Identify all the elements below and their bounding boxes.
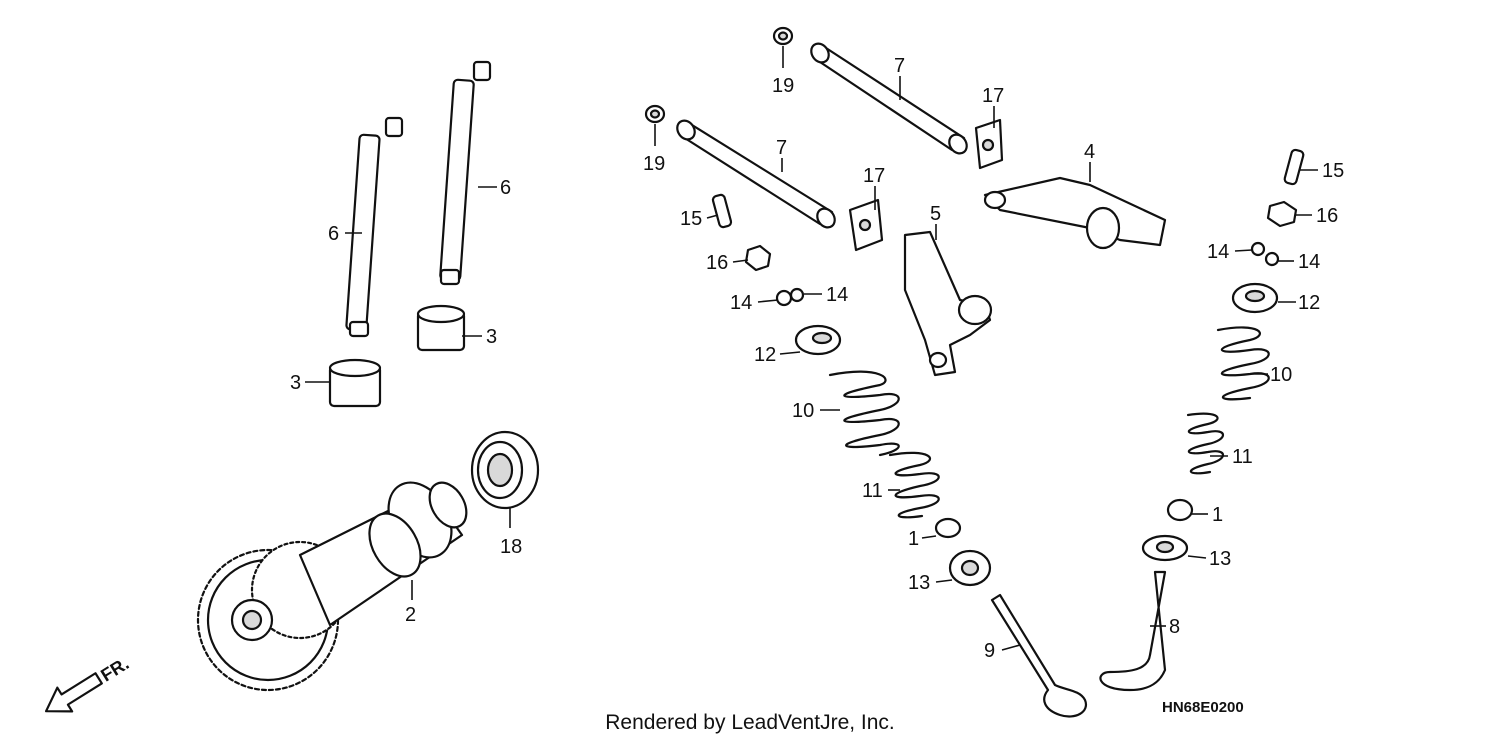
- tappet-left[interactable]: [328, 358, 382, 408]
- pushrod-left[interactable]: [345, 116, 404, 338]
- callout-10[interactable]: 10: [792, 400, 814, 422]
- render-credit: Rendered by LeadVentJre, Inc.: [605, 711, 895, 734]
- callout-6[interactable]: 6: [500, 177, 511, 199]
- adjusting-screw-right[interactable]: [1283, 148, 1305, 186]
- plate-lower[interactable]: [848, 198, 884, 252]
- front-direction-arrow: FR.: [44, 653, 132, 713]
- callout-7[interactable]: 7: [776, 137, 787, 159]
- rocker-arm-left[interactable]: [903, 230, 993, 377]
- lock-nut-right[interactable]: [1266, 200, 1298, 228]
- callout-16[interactable]: 16: [1316, 205, 1338, 227]
- callout-9[interactable]: 9: [984, 640, 995, 662]
- callout-14[interactable]: 14: [1298, 251, 1320, 273]
- callout-3[interactable]: 3: [486, 326, 497, 348]
- callout-11[interactable]: 11: [862, 480, 883, 502]
- plate-upper[interactable]: [974, 118, 1004, 170]
- retainer-left[interactable]: [794, 324, 842, 356]
- adjusting-screw-left[interactable]: [711, 193, 733, 229]
- cotter-right[interactable]: [1166, 498, 1194, 522]
- outer-spring-right[interactable]: [1216, 326, 1270, 401]
- camshaft[interactable]: [196, 471, 474, 692]
- callout-19[interactable]: 19: [643, 153, 665, 175]
- callout-15[interactable]: 15: [680, 208, 702, 230]
- callout-13[interactable]: 13: [1209, 548, 1231, 570]
- washer-upper[interactable]: [772, 26, 794, 46]
- callout-14[interactable]: 14: [1207, 241, 1229, 263]
- callout-10[interactable]: 10: [1270, 364, 1292, 386]
- callout-5[interactable]: 5: [930, 203, 941, 225]
- valve-seal-left[interactable]: [948, 549, 992, 587]
- callout-16[interactable]: 16: [706, 252, 728, 274]
- valve-right[interactable]: [1099, 570, 1167, 692]
- callout-4[interactable]: 4: [1084, 141, 1095, 163]
- callouts: 19 19 7 7 17 17 4 5 6 6 3 3 15 15 16 16 …: [290, 55, 1344, 662]
- callout-17[interactable]: 17: [982, 85, 1004, 107]
- front-direction-label: FR.: [97, 653, 132, 685]
- callout-1[interactable]: 1: [1212, 504, 1223, 526]
- cotter-left[interactable]: [934, 517, 962, 539]
- bearing[interactable]: [470, 430, 540, 510]
- pushrod-right[interactable]: [439, 60, 492, 286]
- callout-13[interactable]: 13: [908, 572, 930, 594]
- rocker-shaft-lower[interactable]: [674, 117, 839, 231]
- rocker-shaft-upper[interactable]: [808, 40, 971, 157]
- callout-14[interactable]: 14: [730, 292, 752, 314]
- tappet-right[interactable]: [416, 304, 466, 352]
- diagram-code: HN68E0200: [1162, 699, 1244, 716]
- valve-left[interactable]: [990, 593, 1088, 718]
- rocker-arm-right[interactable]: [983, 176, 1167, 250]
- callout-2[interactable]: 2: [405, 604, 416, 626]
- fitting-left[interactable]: [775, 287, 805, 307]
- callout-3[interactable]: 3: [290, 372, 301, 394]
- callout-1[interactable]: 1: [908, 528, 919, 550]
- washer-lower[interactable]: [644, 104, 666, 124]
- callout-11[interactable]: 11: [1232, 446, 1253, 468]
- inner-spring-left[interactable]: [888, 451, 940, 519]
- callout-18[interactable]: 18: [500, 536, 522, 558]
- retainer-right[interactable]: [1231, 282, 1279, 314]
- inner-spring-right[interactable]: [1186, 412, 1225, 475]
- valve-seal-right[interactable]: [1141, 534, 1189, 562]
- callout-15[interactable]: 15: [1322, 160, 1344, 182]
- callout-8[interactable]: 8: [1169, 616, 1180, 638]
- lock-nut-left[interactable]: [744, 244, 772, 272]
- callout-19[interactable]: 19: [772, 75, 794, 97]
- callout-7[interactable]: 7: [894, 55, 905, 77]
- callout-14[interactable]: 14: [826, 284, 848, 306]
- callout-12[interactable]: 12: [754, 344, 776, 366]
- callout-6[interactable]: 6: [328, 223, 339, 245]
- fitting-right[interactable]: [1250, 241, 1280, 267]
- outer-spring-left[interactable]: [828, 370, 900, 457]
- callout-12[interactable]: 12: [1298, 292, 1320, 314]
- leader-lines: [305, 46, 1318, 651]
- callout-17[interactable]: 17: [863, 165, 885, 187]
